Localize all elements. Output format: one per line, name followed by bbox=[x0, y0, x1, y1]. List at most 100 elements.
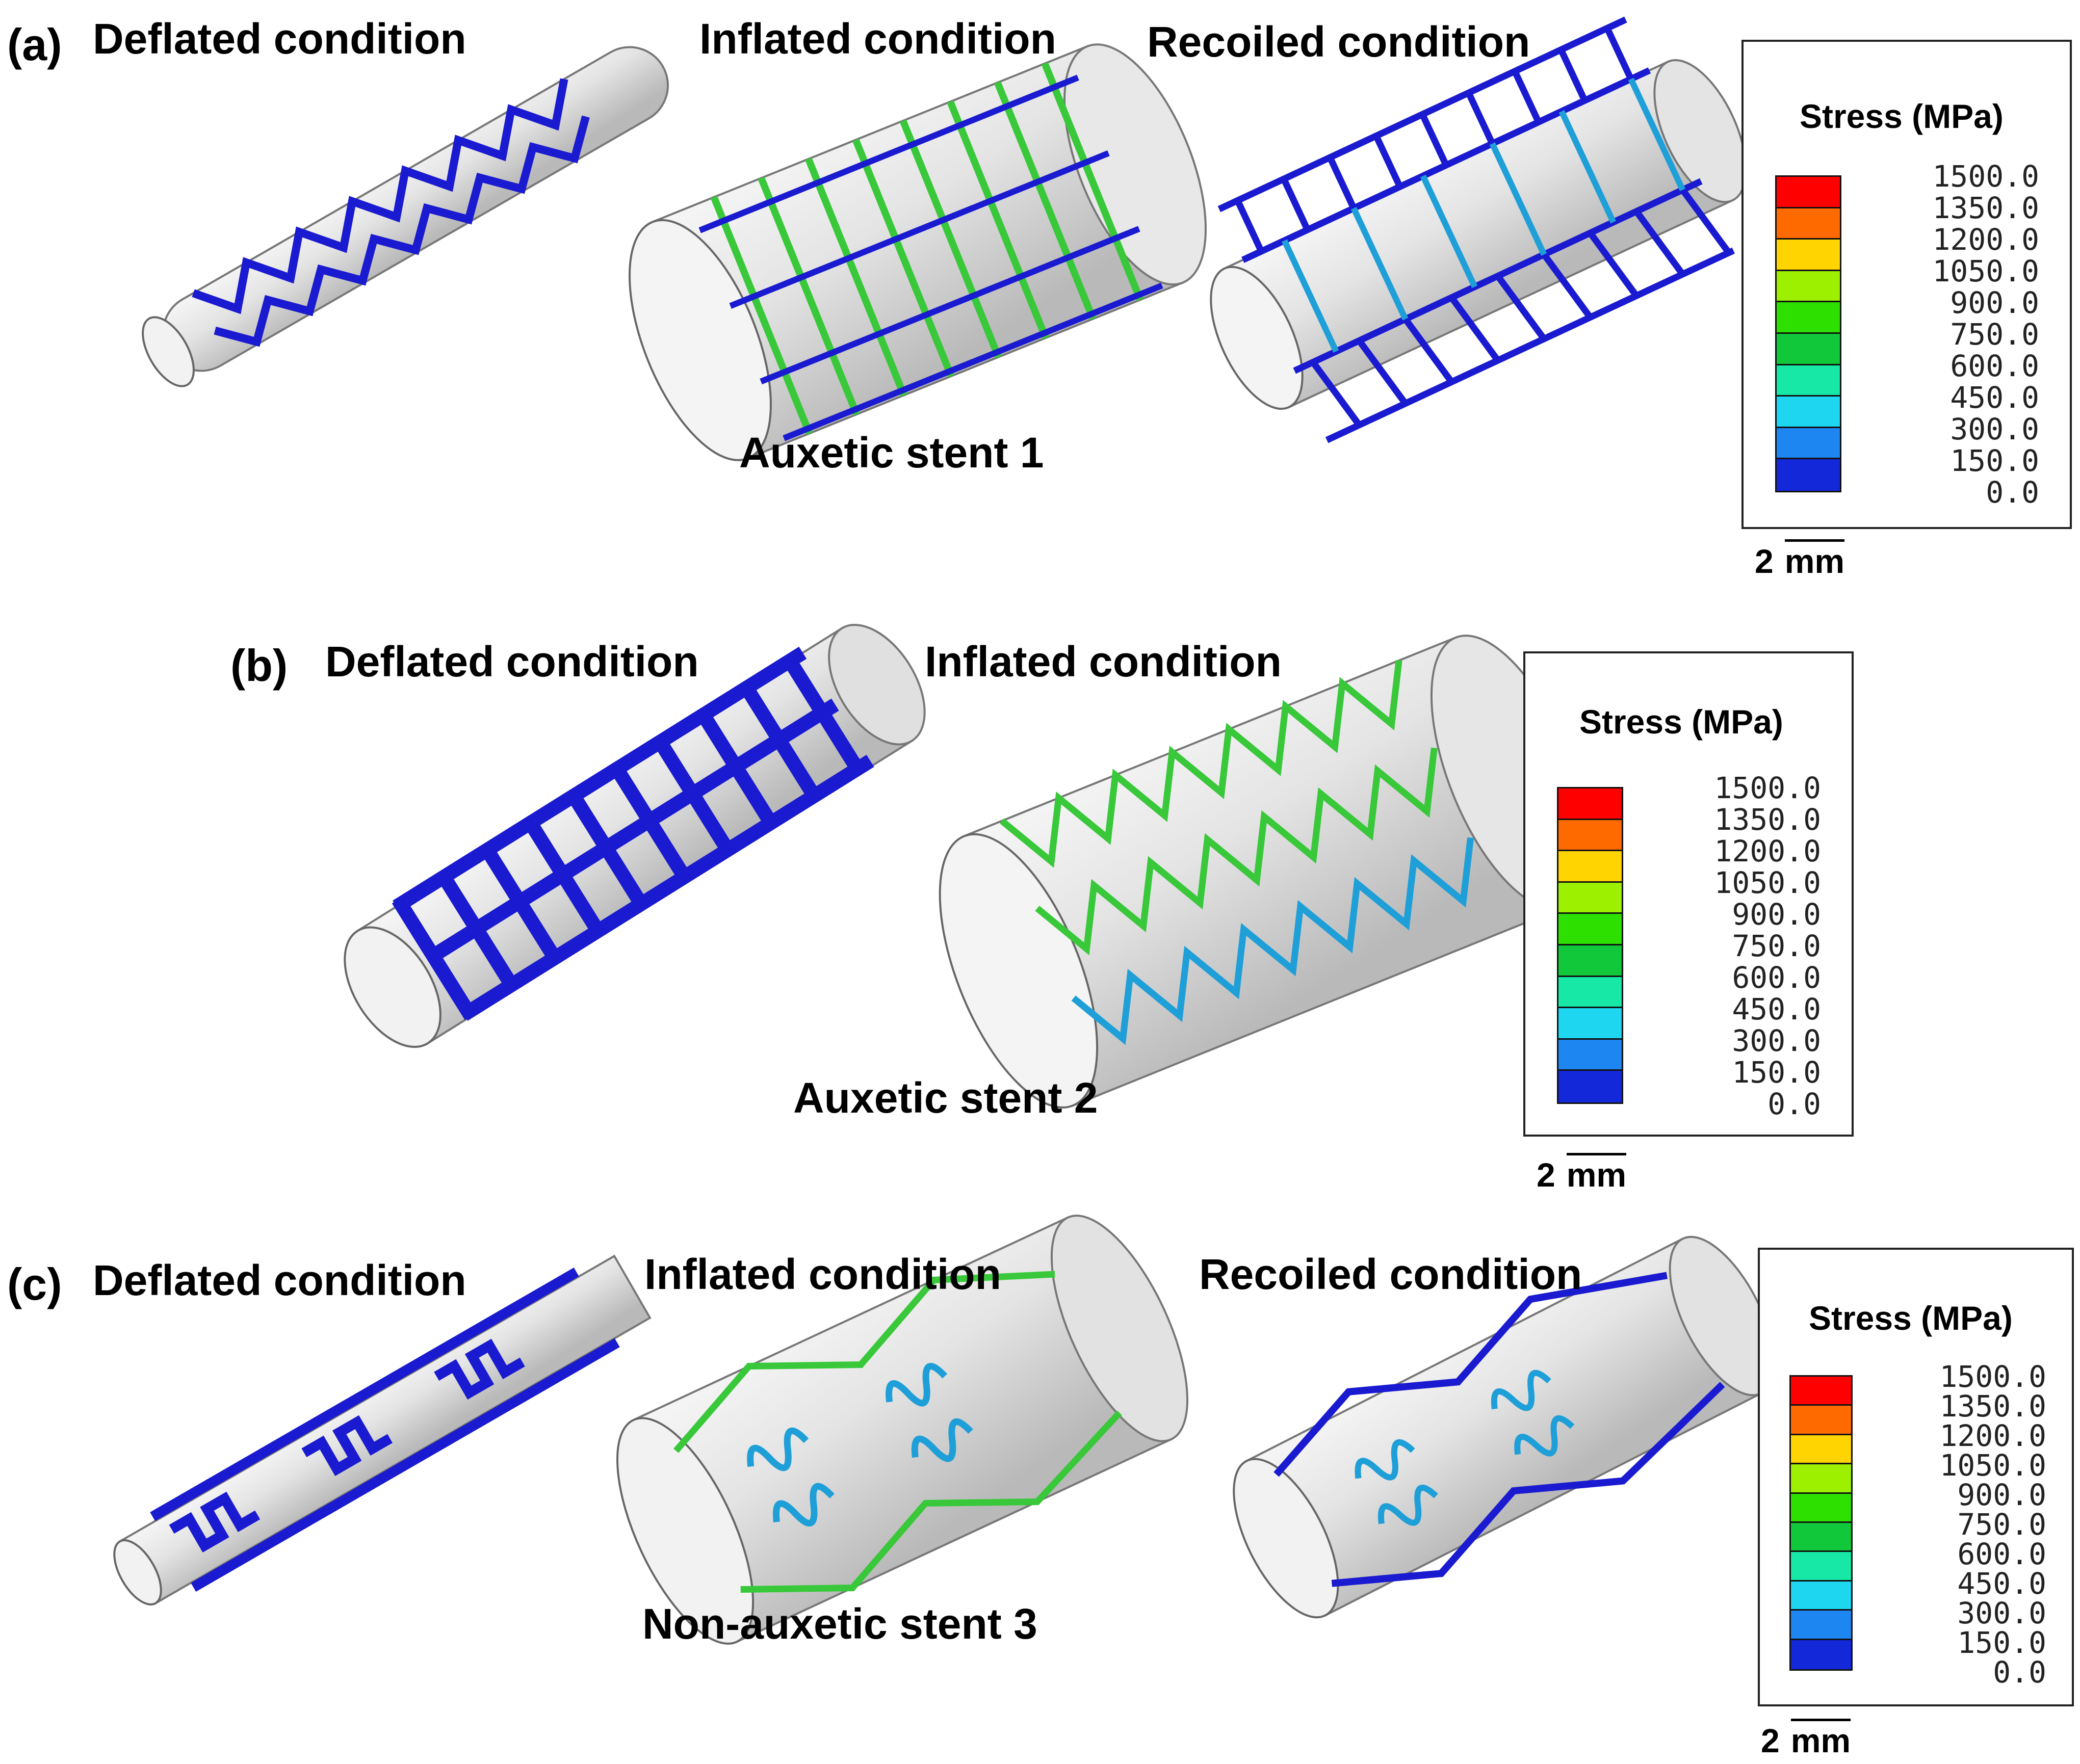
panel-a-legend: Stress (MPa) 1500.0 1350.0 1200.0 1050.0… bbox=[1741, 40, 2072, 529]
legend-colorbar bbox=[1789, 1375, 1853, 1671]
legend-swatch bbox=[1777, 333, 1840, 365]
panel-a-caption: Auxetic stent 1 bbox=[739, 429, 1044, 477]
legend-swatch bbox=[1777, 428, 1840, 460]
panel-c-recoiled-title: Recoiled condition bbox=[1199, 1250, 1582, 1298]
legend-tick: 0.0 bbox=[1767, 1087, 1821, 1121]
legend-tick: 600.0 bbox=[1732, 960, 1821, 995]
legend-tick: 1350.0 bbox=[1932, 191, 2039, 225]
legend-swatch bbox=[1777, 271, 1840, 303]
legend-swatch bbox=[1791, 1611, 1851, 1640]
legend-swatch bbox=[1558, 914, 1622, 945]
legend-swatch bbox=[1558, 977, 1622, 1009]
legend-swatch bbox=[1558, 788, 1622, 820]
stent-b-deflated bbox=[344, 624, 926, 1048]
scale-unit: mm bbox=[1784, 539, 1845, 581]
panel-b-label: (b) bbox=[230, 640, 288, 691]
scale-unit: mm bbox=[1566, 1153, 1627, 1194]
panel-c-caption: Non-auxetic stent 3 bbox=[642, 1600, 1037, 1648]
panel-c-deflated-title: Deflated condition bbox=[93, 1256, 466, 1304]
legend-tick: 600.0 bbox=[1957, 1537, 2046, 1571]
legend-tick: 1500.0 bbox=[1932, 159, 2039, 194]
legend-tick: 1350.0 bbox=[1939, 1389, 2046, 1424]
legend-swatch bbox=[1777, 240, 1840, 271]
legend-swatch bbox=[1777, 397, 1840, 428]
legend-colorbar bbox=[1775, 175, 1841, 492]
legend-swatch bbox=[1558, 1071, 1622, 1102]
legend-tick: 900.0 bbox=[1732, 897, 1821, 932]
legend-swatch bbox=[1777, 177, 1840, 208]
legend-swatch bbox=[1558, 851, 1622, 883]
legend-swatch bbox=[1777, 302, 1840, 334]
legend-tick: 450.0 bbox=[1950, 380, 2039, 415]
legend-tick: 600.0 bbox=[1950, 349, 2039, 383]
legend-title: Stress (MPa) bbox=[1809, 1299, 2013, 1337]
scale-value: 2 bbox=[1755, 542, 1774, 580]
legend-tick: 450.0 bbox=[1732, 992, 1821, 1026]
legend-colorbar bbox=[1557, 787, 1623, 1104]
panel-b-inflated-title: Inflated condition bbox=[925, 638, 1282, 686]
scale-value: 2 bbox=[1761, 1722, 1780, 1759]
legend-tick: 1050.0 bbox=[1939, 1448, 2046, 1483]
scale-unit: mm bbox=[1790, 1719, 1851, 1760]
stent-b-inflated bbox=[939, 635, 1590, 1109]
legend-tick: 300.0 bbox=[1950, 412, 2039, 446]
panel-c-scale-bar: 2 mm bbox=[1761, 1719, 1851, 1760]
legend-swatch bbox=[1791, 1435, 1851, 1465]
stent-c-deflated bbox=[113, 1254, 652, 1605]
legend-tick: 900.0 bbox=[1950, 285, 2039, 320]
legend-tick: 750.0 bbox=[1957, 1507, 2046, 1542]
panel-a-deflated-title: Deflated condition bbox=[93, 15, 466, 63]
legend-swatch bbox=[1791, 1640, 1851, 1669]
legend-tick: 0.0 bbox=[1993, 1655, 2046, 1690]
panel-c-label: (c) bbox=[7, 1259, 62, 1309]
legend-tick: 450.0 bbox=[1957, 1566, 2046, 1601]
legend-swatch bbox=[1791, 1406, 1851, 1435]
legend-tick: 750.0 bbox=[1732, 929, 1821, 963]
legend-tick: 1200.0 bbox=[1939, 1418, 2046, 1453]
legend-tick: 150.0 bbox=[1957, 1625, 2046, 1660]
legend-swatch bbox=[1777, 208, 1840, 240]
legend-swatch bbox=[1791, 1493, 1851, 1523]
legend-tick: 1500.0 bbox=[1714, 771, 1821, 805]
legend-swatch bbox=[1558, 945, 1622, 977]
stent-a-deflated bbox=[142, 46, 669, 387]
legend-swatch bbox=[1777, 459, 1840, 491]
legend-swatch bbox=[1558, 820, 1622, 852]
legend-tick: 150.0 bbox=[1950, 443, 2039, 478]
legend-tick: 1200.0 bbox=[1714, 834, 1821, 868]
panel-a-label: (a) bbox=[7, 19, 62, 70]
legend-swatch bbox=[1791, 1552, 1851, 1582]
legend-swatch bbox=[1558, 1008, 1622, 1040]
stent-c-recoiled bbox=[1233, 1235, 1775, 1619]
panel-b-caption: Auxetic stent 2 bbox=[793, 1074, 1098, 1122]
legend-tick: 1050.0 bbox=[1932, 254, 2039, 288]
legend-tick: 900.0 bbox=[1957, 1478, 2046, 1512]
panel-b-deflated-title: Deflated condition bbox=[325, 638, 699, 686]
legend-title: Stress (MPa) bbox=[1800, 97, 2004, 135]
legend-swatch bbox=[1791, 1464, 1851, 1494]
stent-c-inflated bbox=[616, 1215, 1189, 1645]
stent-a-recoiled bbox=[1210, 16, 1747, 443]
scale-value: 2 bbox=[1537, 1156, 1555, 1194]
legend-tick: 0.0 bbox=[1986, 475, 2039, 510]
legend-swatch bbox=[1791, 1377, 1851, 1406]
legend-tick: 750.0 bbox=[1950, 317, 2039, 352]
legend-tick: 1350.0 bbox=[1714, 802, 1821, 837]
legend-swatch bbox=[1791, 1581, 1851, 1611]
panel-a-inflated-title: Inflated condition bbox=[699, 15, 1056, 63]
legend-tick: 1050.0 bbox=[1714, 865, 1821, 900]
legend-tick: 300.0 bbox=[1957, 1596, 2046, 1630]
legend-tick: 150.0 bbox=[1732, 1055, 1821, 1090]
legend-tick: 1200.0 bbox=[1932, 222, 2039, 257]
panel-a-recoiled-title: Recoiled condition bbox=[1147, 18, 1530, 66]
panel-b-scale-bar: 2 mm bbox=[1537, 1153, 1627, 1194]
panel-c-inflated-title: Inflated condition bbox=[644, 1250, 1001, 1298]
legend-swatch bbox=[1777, 365, 1840, 397]
legend-swatch bbox=[1558, 1039, 1622, 1071]
legend-swatch bbox=[1791, 1522, 1851, 1552]
panel-c-legend: Stress (MPa) 1500.0 1350.0 1200.0 1050.0… bbox=[1758, 1248, 2074, 1706]
stent-a-inflated bbox=[629, 43, 1207, 461]
panel-b-legend: Stress (MPa) 1500.0 1350.0 1200.0 1050.0… bbox=[1523, 651, 1854, 1137]
legend-swatch bbox=[1558, 882, 1622, 914]
